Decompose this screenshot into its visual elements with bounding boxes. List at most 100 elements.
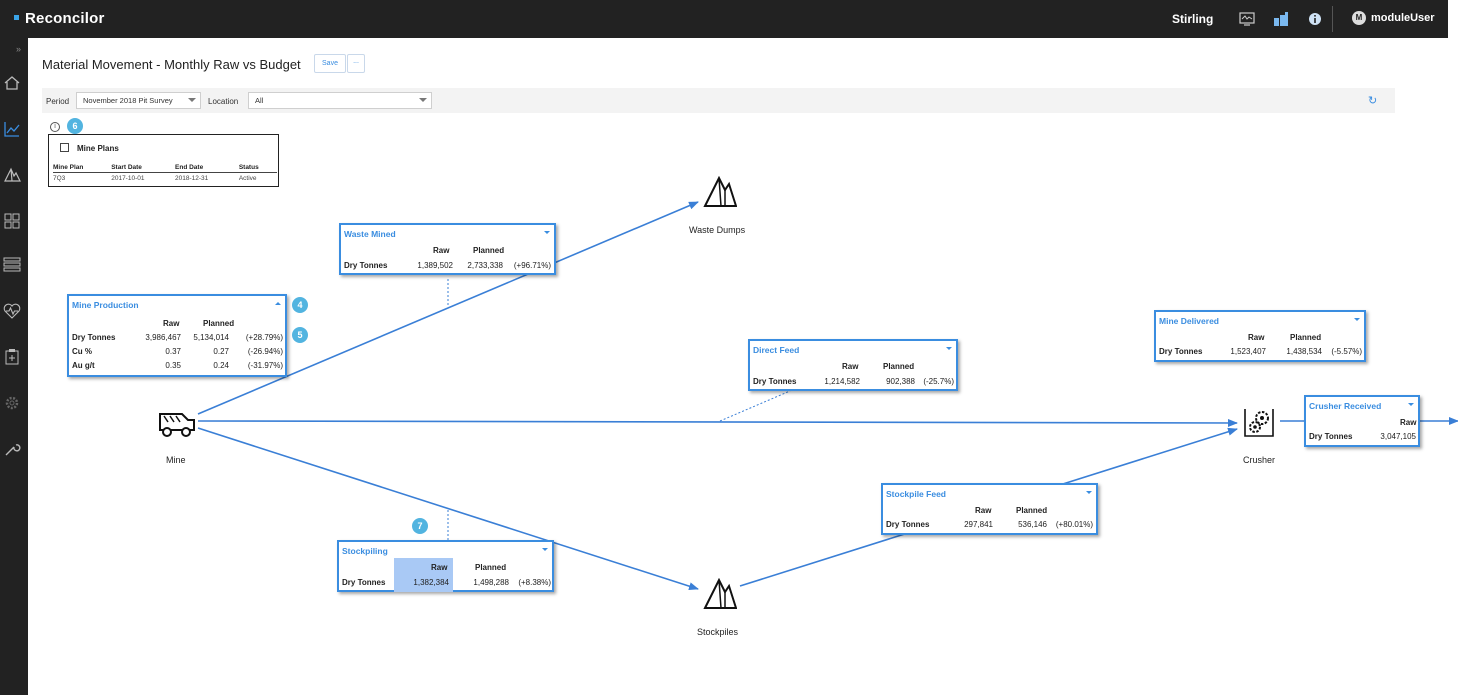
chevron-down-icon[interactable] — [1354, 318, 1360, 321]
column-header: Mine Plan — [53, 163, 112, 173]
node-label-waste-dumps: Waste Dumps — [689, 225, 746, 235]
more-options-button[interactable]: ... — [347, 54, 365, 73]
diff-value: (-31.97%) — [247, 361, 283, 370]
raw-value: 3,047,105 — [1380, 432, 1416, 441]
column-header: Start Date — [111, 163, 176, 173]
card-mine-production[interactable]: Mine Production Raw Planned Dry Tonnes 3… — [67, 294, 287, 377]
chevron-up-icon[interactable] — [275, 302, 281, 305]
monitor-icon[interactable] — [1238, 10, 1256, 28]
column-header: Status — [238, 163, 277, 173]
planned-value: 5,134,014 — [193, 333, 229, 342]
diff-value: (+96.71%) — [513, 261, 551, 270]
annotation-badge-4: 4 — [292, 297, 308, 313]
chevron-down-icon — [419, 98, 427, 102]
col-header-planned: Planned — [473, 246, 505, 255]
col-header-raw: Raw — [431, 563, 448, 572]
mine-plans-header: Mine Plans — [60, 143, 119, 153]
haul-truck-icon[interactable] — [158, 410, 196, 438]
page-title: Material Movement - Monthly Raw vs Budge… — [42, 57, 301, 72]
column-header: End Date — [175, 163, 239, 173]
info-circle-icon[interactable]: i — [50, 122, 60, 132]
card-title: Mine Production — [72, 300, 139, 310]
crusher-icon[interactable] — [1242, 406, 1276, 440]
chart-icon[interactable] — [3, 120, 21, 138]
highlighted-raw-column — [394, 558, 453, 592]
row-label: Dry Tonnes — [1159, 347, 1203, 356]
table-row[interactable]: 7Q3 2017-10-01 2018-12-31 Active — [53, 173, 277, 182]
col-header-raw: Raw — [842, 362, 859, 371]
raw-value: 0.35 — [165, 361, 181, 370]
card-title: Crusher Received — [1309, 401, 1382, 411]
table-cell: 2017-10-01 — [111, 175, 145, 182]
refresh-icon[interactable]: ↻ — [1368, 95, 1378, 107]
card-crusher-received[interactable]: Crusher Received Raw Dry Tonnes 3,047,10… — [1304, 395, 1420, 447]
user-avatar[interactable]: M — [1352, 11, 1366, 25]
location-select[interactable]: All — [248, 92, 432, 109]
node-label-stockpiles: Stockpiles — [697, 627, 739, 637]
clipboard-icon[interactable] — [3, 348, 21, 366]
node-label-mine: Mine — [166, 455, 186, 465]
raw-value: 1,382,384 — [413, 578, 449, 587]
chevron-down-icon — [188, 98, 196, 102]
diff-value: (-26.94%) — [247, 347, 283, 356]
site-name[interactable]: Stirling — [1172, 12, 1214, 26]
save-button[interactable]: Save — [314, 54, 346, 73]
node-label-crusher: Crusher — [1243, 455, 1276, 465]
planned-value: 1,438,534 — [1286, 347, 1322, 356]
period-select[interactable]: November 2018 Pit Survey — [76, 92, 201, 109]
info-icon[interactable] — [1306, 10, 1324, 28]
chevron-down-icon[interactable] — [1408, 403, 1414, 406]
health-icon[interactable] — [3, 302, 21, 320]
col-header-raw: Raw — [163, 319, 180, 328]
chevron-down-icon[interactable] — [1086, 491, 1092, 494]
row-label: Au g/t — [72, 361, 95, 370]
home-icon[interactable] — [3, 74, 21, 92]
period-value: November 2018 Pit Survey — [83, 96, 173, 105]
chevron-down-icon[interactable] — [544, 231, 550, 234]
app-logo[interactable]: Reconcilor — [14, 10, 105, 27]
table-cell: Active — [238, 175, 257, 182]
list-icon[interactable] — [3, 256, 21, 274]
col-header-raw: Raw — [1248, 333, 1265, 342]
col-header-raw: Raw — [433, 246, 450, 255]
diff-value: (-25.7%) — [923, 377, 954, 386]
wrench-icon[interactable] — [3, 440, 21, 458]
card-direct-feed[interactable]: Direct Feed Raw Planned Dry Tonnes 1,214… — [748, 339, 958, 391]
card-waste-mined[interactable]: Waste Mined Raw Planned Dry Tonnes 1,389… — [339, 223, 556, 275]
row-label: Dry Tonnes — [72, 333, 116, 342]
card-mine-delivered[interactable]: Mine Delivered Raw Planned Dry Tonnes 1,… — [1154, 310, 1366, 362]
waste-dump-icon[interactable] — [703, 176, 737, 208]
raw-value: 1,214,582 — [824, 377, 860, 386]
col-header-planned: Planned — [1290, 333, 1322, 342]
raw-value: 0.37 — [165, 347, 181, 356]
planned-value: 1,498,288 — [473, 578, 509, 587]
annotation-badge-5: 5 — [292, 327, 308, 343]
row-label: Dry Tonnes — [753, 377, 797, 386]
table-header-row: Mine Plan Start Date End Date Status — [53, 163, 277, 173]
period-label: Period — [46, 97, 70, 106]
flow-mine-to-stockpiles — [197, 427, 699, 591]
settings-icon[interactable] — [3, 394, 21, 412]
planned-value: 902,388 — [886, 377, 915, 386]
buildings-icon[interactable] — [1272, 10, 1290, 28]
raw-value: 3,986,467 — [145, 333, 181, 342]
divider — [1332, 6, 1333, 32]
user-name[interactable]: moduleUser — [1371, 12, 1435, 24]
col-header-planned: Planned — [203, 319, 235, 328]
card-title: Waste Mined — [344, 229, 396, 239]
flow-mine-to-waste — [197, 201, 699, 415]
chevron-down-icon[interactable] — [946, 347, 952, 350]
planned-value: 536,146 — [1018, 520, 1047, 529]
calendar-icon — [60, 143, 69, 152]
card-title: Mine Delivered — [1159, 316, 1219, 326]
stockpile-node-icon[interactable] — [703, 578, 737, 610]
card-stockpile-feed[interactable]: Stockpile Feed Raw Planned Dry Tonnes 29… — [881, 483, 1098, 535]
stockpile-icon[interactable] — [3, 166, 21, 184]
sidebar-expand-icon[interactable]: » — [16, 44, 22, 54]
location-label: Location — [208, 97, 239, 106]
grid-icon[interactable] — [3, 212, 21, 230]
chevron-down-icon[interactable] — [542, 548, 548, 551]
col-header-raw: Raw — [975, 506, 992, 515]
card-stockpiling[interactable]: Stockpiling Raw Planned Dry Tonnes 1,382… — [337, 540, 554, 592]
col-header-planned: Planned — [475, 563, 507, 572]
